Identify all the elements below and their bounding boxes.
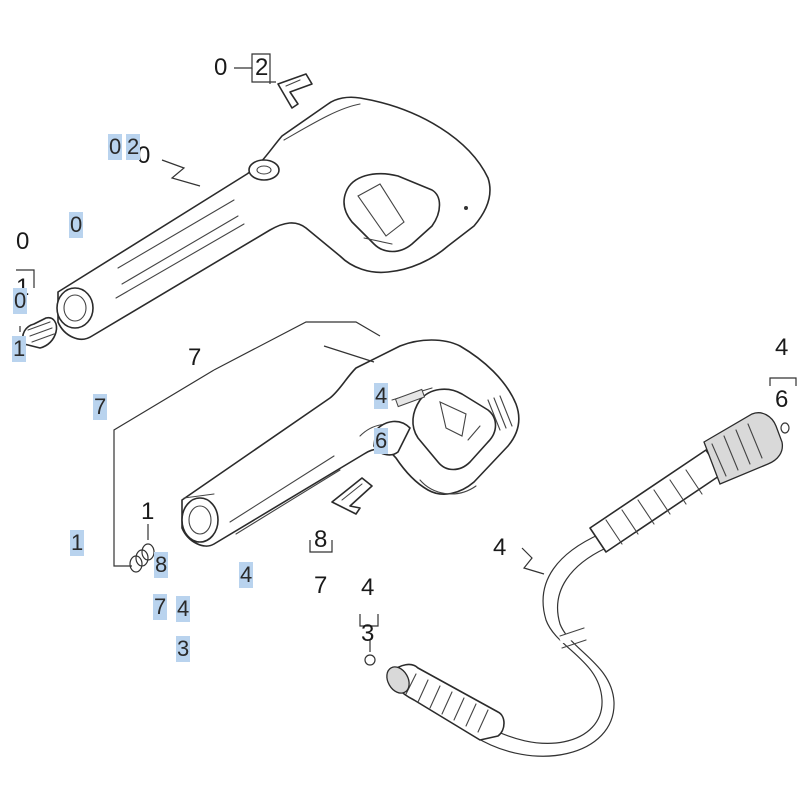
callout-hose-4: 4	[493, 534, 507, 561]
clip-part-top	[277, 73, 313, 109]
callout-lower-7: 7	[188, 344, 202, 371]
o-ring-lower	[364, 654, 376, 666]
callout-left-0: 0	[16, 228, 30, 255]
highlight-label-1-a: 1	[12, 336, 27, 362]
lower-gun-assembly	[181, 339, 520, 547]
spring-lower	[129, 543, 155, 573]
callout-top-2: 2	[255, 54, 269, 81]
highlight-label-4-b: 4	[239, 562, 254, 588]
upper-gun-shell	[56, 96, 491, 340]
highlight-label-4-a: 4	[374, 383, 389, 409]
o-ring-right	[780, 422, 790, 434]
callout-clip-7: 7	[314, 572, 328, 599]
callout-right-6: 6	[775, 386, 789, 413]
callout-nut-3: 3	[361, 620, 375, 647]
callout-nut-4: 4	[361, 574, 375, 601]
highlight-label-6-a: 6	[374, 428, 389, 454]
highlight-label-8-a: 8	[154, 552, 169, 578]
highlight-label-0-a: 0	[108, 134, 123, 160]
callout-clip-8: 8	[314, 526, 328, 553]
hose-assembly	[386, 412, 784, 757]
highlight-label-2-a: 2	[126, 134, 141, 160]
highlight-label-7-b: 7	[153, 594, 168, 620]
callout-spring-1: 1	[141, 498, 155, 525]
highlight-label-3-a: 3	[176, 636, 191, 662]
callout-right-4: 4	[775, 334, 789, 361]
clip-part-lower	[331, 477, 373, 515]
highlight-label-0-b: 0	[69, 212, 84, 238]
highlight-label-1-b: 1	[70, 530, 85, 556]
highlight-label-7-a: 7	[93, 394, 108, 420]
callout-top-0: 0	[214, 54, 228, 81]
callout-handle-0: 0	[137, 142, 151, 169]
leader-lines	[16, 53, 797, 652]
highlight-label-4-c: 4	[176, 596, 191, 622]
highlight-label-0-c: 0	[13, 288, 28, 314]
spring-top	[21, 316, 58, 349]
